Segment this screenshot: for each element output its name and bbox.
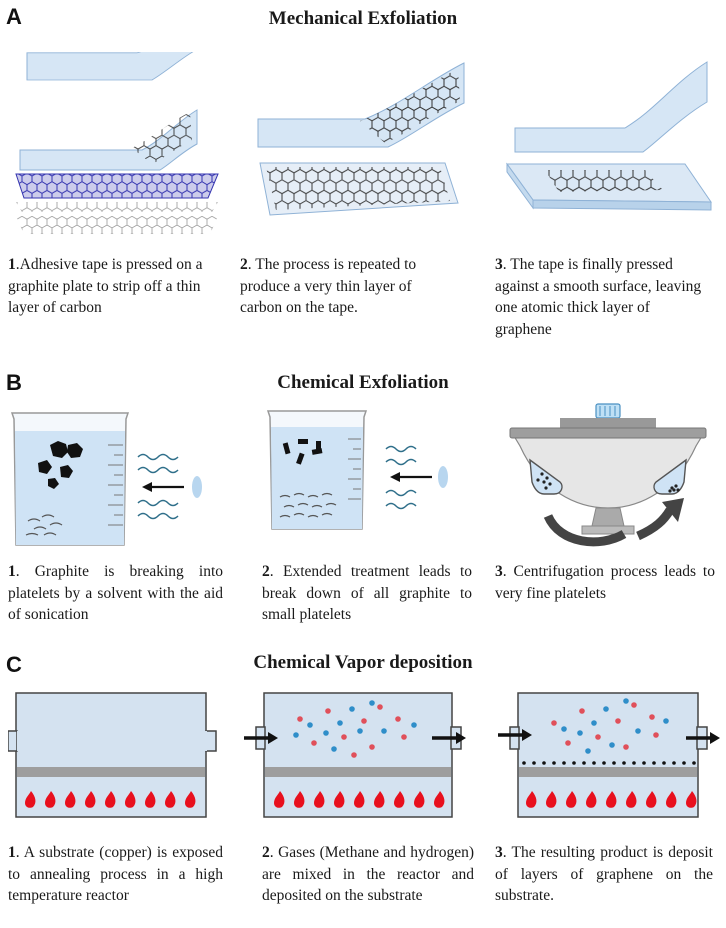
caption-b2: 2. Extended treatment leads to break dow… [262,563,472,623]
section-title-mechanical: Mechanical Exfoliation [268,8,458,29]
caption-c1: 1. A substrate (copper) is exposed to an… [8,844,223,904]
reactor-graphene-deposit-illustration [498,692,720,818]
beaker-platelets-illustration [266,410,448,530]
tape-on-graphite-illustration [15,52,219,234]
reactor-gas-mixing-illustration [244,692,466,818]
beaker-sonication-illustration [10,412,202,546]
section-title-chemical: Chemical Exfoliation [277,372,449,393]
section-title-cvd: Chemical Vapor deposition [253,652,473,673]
caption-a3: 3. The tape is finally pressed against a… [495,256,702,338]
caption-b1: 1. Graphite is breaking into platelets b… [8,563,223,623]
caption-c3: 3. The resulting product is deposit of l… [495,844,713,904]
reactor-annealing-illustration [8,692,217,818]
caption-a2: 2. The process is repeated to produce a … [240,256,417,316]
caption-c2: 2. Gases (Methane and hydrogen) are mixe… [262,844,474,904]
caption-b3: 3. Centrifugation process leads to very … [495,563,715,602]
panel-letter-a: A [6,4,22,29]
panel-letter-c: C [6,652,22,677]
panel-letter-b: B [6,370,22,395]
caption-a1: 1.Adhesive tape is pressed on a graphite… [8,256,203,316]
tape-on-surface-illustration [506,61,712,211]
repeated-peel-illustration [257,62,465,216]
centrifuge-illustration [509,403,707,547]
